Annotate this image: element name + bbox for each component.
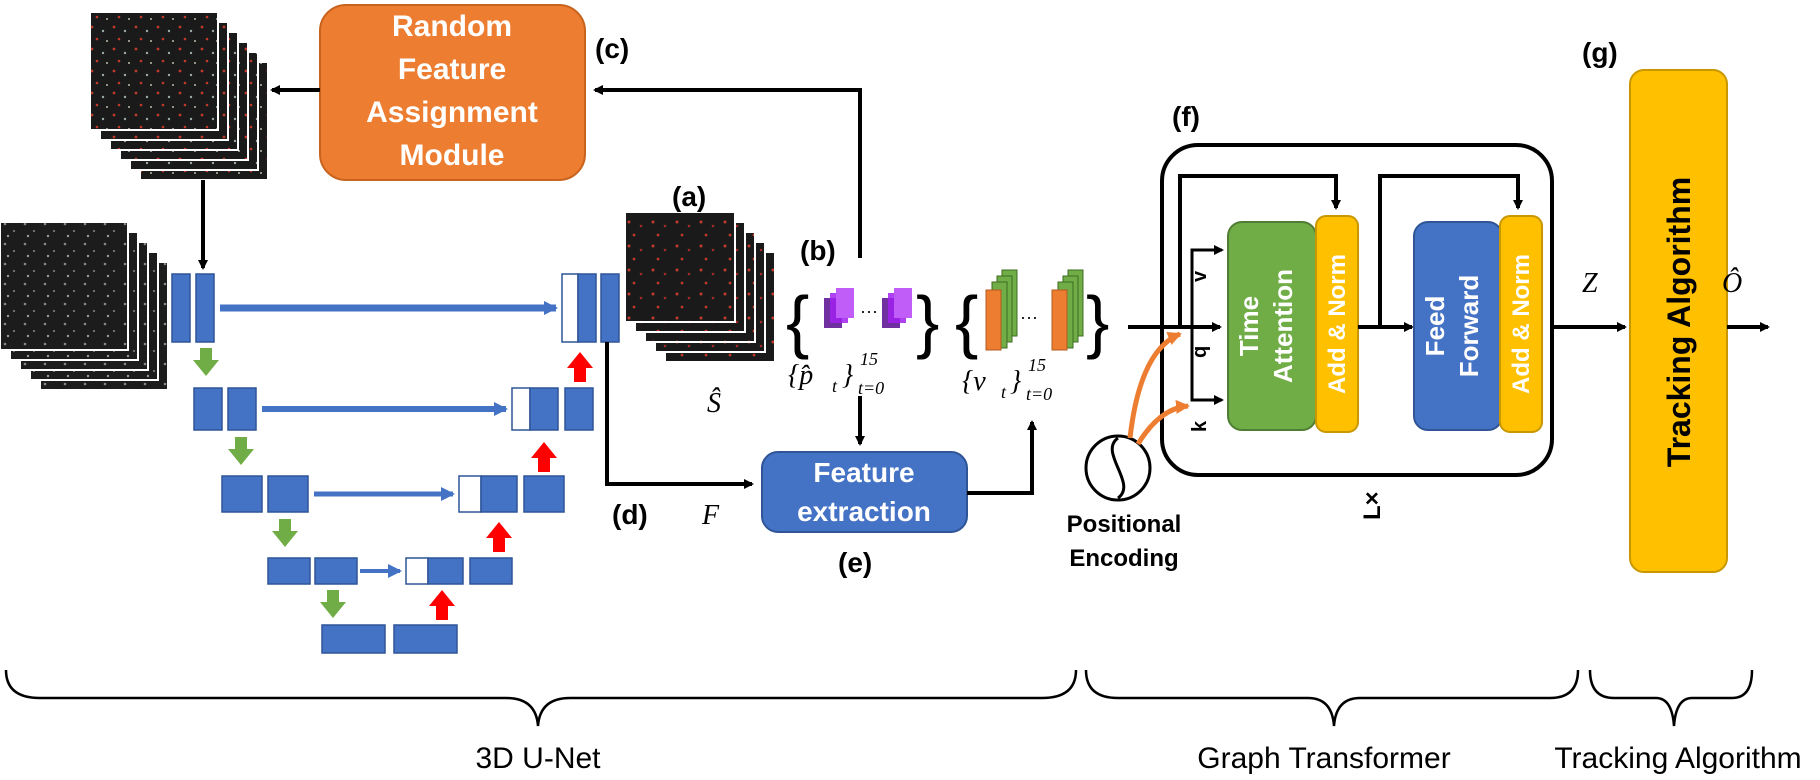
random-feature-volume-stack bbox=[89, 11, 269, 181]
add-norm-2-text: Add & Norm bbox=[1508, 254, 1535, 394]
rfam-line-2: Feature bbox=[398, 53, 506, 86]
math-O-hat: Ô bbox=[1722, 268, 1742, 299]
v-brace-open: { bbox=[955, 282, 978, 360]
brace-unet bbox=[4, 669, 1078, 727]
arrow-unet-to-feature-extraction bbox=[605, 342, 754, 489]
feed-forward-module: Feed Forward bbox=[1413, 221, 1503, 431]
pe-line-2: Encoding bbox=[1069, 545, 1178, 572]
p-brace-close: } bbox=[916, 282, 939, 360]
k-label: k bbox=[1189, 420, 1211, 432]
feature-extraction-module: Feature extraction bbox=[761, 451, 968, 533]
random-feature-assignment-module: Random Feature Assignment Module bbox=[319, 4, 586, 181]
p-sub: t bbox=[832, 376, 838, 396]
brace-transformer bbox=[1084, 669, 1580, 727]
v-label: v bbox=[1189, 270, 1211, 282]
p-range: t=0 bbox=[858, 378, 884, 398]
arrow-residual-2 bbox=[1378, 174, 1523, 327]
feature-extraction-line-1: Feature bbox=[813, 457, 914, 488]
p-cube-1 bbox=[824, 288, 854, 328]
math-F: F bbox=[701, 500, 720, 531]
v-range: t=0 bbox=[1026, 384, 1052, 404]
label-b: (b) bbox=[800, 235, 836, 266]
brace-label-unet: 3D U-Net bbox=[475, 742, 601, 775]
q-label: q bbox=[1189, 346, 1211, 358]
v-stack-1 bbox=[985, 269, 1018, 351]
v-close: } bbox=[1010, 366, 1021, 397]
unet-encoder bbox=[171, 273, 386, 654]
label-g: (g) bbox=[1582, 37, 1618, 68]
unet-downsample-arrows bbox=[193, 348, 346, 618]
v-stack-2 bbox=[1051, 269, 1084, 351]
v-math: {v t } 15 t=0 bbox=[962, 355, 1052, 404]
tracking-algorithm-module: Tracking Algorithm bbox=[1629, 69, 1728, 573]
transformer-block-frame bbox=[1160, 143, 1554, 477]
p-brace-open: { bbox=[786, 282, 809, 360]
p-close: } bbox=[842, 360, 853, 391]
v-sub: t bbox=[1001, 382, 1007, 402]
p-hat-set: { ··· } bbox=[786, 282, 939, 360]
p-sup: 15 bbox=[860, 349, 878, 369]
arrow-b-to-module bbox=[593, 85, 862, 258]
arrow-residual-1 bbox=[1178, 174, 1341, 327]
unet-decoder bbox=[393, 273, 620, 654]
time-attention-line-2: Attention bbox=[1268, 269, 1298, 383]
s-hat-volume-stack bbox=[624, 211, 776, 363]
rfam-line-1: Random bbox=[392, 10, 512, 43]
v-set-text: {v bbox=[962, 366, 986, 397]
v-sup: 15 bbox=[1028, 355, 1046, 375]
unet-skip-connections bbox=[220, 301, 558, 578]
input-volume-stack bbox=[0, 221, 169, 391]
brace-label-transformer: Graph Transformer bbox=[1197, 742, 1450, 775]
arrow-feature-extraction-to-v bbox=[967, 420, 1037, 495]
feed-forward-line-2: Forward bbox=[1454, 275, 1484, 378]
p-cube-2 bbox=[882, 288, 912, 328]
label-d: (d) bbox=[612, 499, 648, 530]
brace-label-tracking: Tracking Algorithm bbox=[1554, 742, 1801, 775]
arrow-pe-to-q bbox=[1127, 331, 1182, 439]
feature-extraction-line-2: extraction bbox=[797, 496, 931, 527]
add-norm-1: Add & Norm bbox=[1315, 215, 1359, 433]
math-Z: Z bbox=[1582, 268, 1598, 299]
time-attention-module: Time Attention bbox=[1227, 221, 1317, 431]
v-dots: ··· bbox=[1020, 307, 1038, 327]
time-attention-line-1: Time bbox=[1234, 296, 1264, 356]
arrow-k-branch bbox=[1190, 327, 1224, 405]
arrow-v-branch bbox=[1190, 245, 1224, 327]
label-a: (a) bbox=[672, 181, 706, 212]
v-brace-close: } bbox=[1086, 282, 1109, 360]
arrow-pe-to-k bbox=[1135, 399, 1190, 446]
repeat-label: L× bbox=[1359, 491, 1386, 520]
rfam-line-4: Module bbox=[400, 139, 505, 172]
pe-line-1: Positional bbox=[1067, 511, 1182, 538]
brace-tracking bbox=[1588, 669, 1754, 727]
tracking-algorithm-text: Tracking Algorithm bbox=[1661, 177, 1697, 467]
p-set: {p̂ bbox=[788, 360, 813, 391]
unet-upsample-arrows bbox=[429, 352, 593, 620]
add-norm-2: Add & Norm bbox=[1499, 215, 1543, 433]
rfam-line-3: Assignment bbox=[366, 96, 538, 129]
p-hat-math: {p̂ t } 15 t=0 bbox=[788, 349, 884, 398]
positional-encoding-icon bbox=[1084, 434, 1152, 502]
p-dots: ··· bbox=[860, 301, 878, 321]
v-set: { ··· } bbox=[955, 269, 1109, 360]
feed-forward-line-1: Feed bbox=[1420, 296, 1450, 357]
label-f: (f) bbox=[1172, 101, 1200, 132]
label-c: (c) bbox=[595, 33, 629, 64]
add-norm-1-text: Add & Norm bbox=[1324, 254, 1351, 394]
math-S-hat: Ŝ bbox=[707, 388, 721, 419]
label-e: (e) bbox=[838, 547, 872, 578]
